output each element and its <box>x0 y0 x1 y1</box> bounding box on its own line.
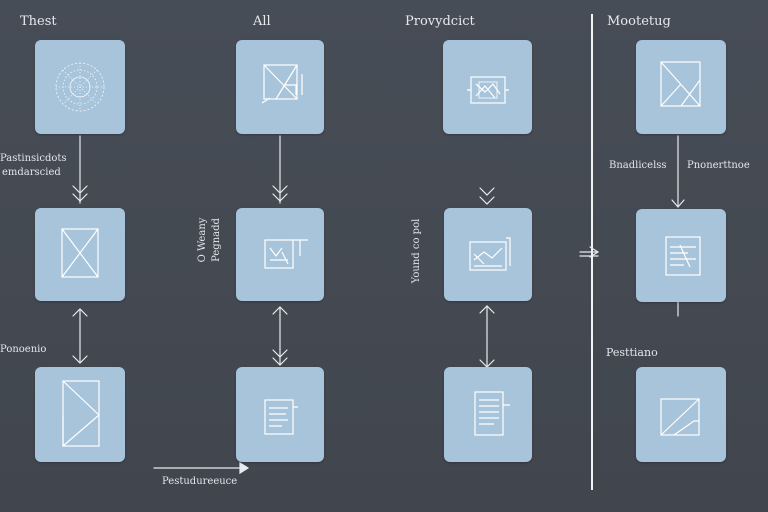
card-c4-r2[interactable] <box>636 209 726 302</box>
bottom-caption: Pestudureeuce <box>162 476 238 487</box>
col2-vertical-label-line1: O Weany <box>197 217 208 263</box>
card-c1-r2[interactable] <box>35 208 125 301</box>
document-icon <box>660 61 701 107</box>
col4-left-label: Bnadlicelss <box>609 160 667 171</box>
column-title-4: Mootetug <box>607 14 671 29</box>
card-c2-r1[interactable] <box>236 40 324 134</box>
column-title-3: Provydcict <box>405 14 475 29</box>
chart-doc-icon <box>469 237 511 271</box>
col4-bottom-label: Pesttiano <box>606 346 658 359</box>
card-c2-r2[interactable] <box>236 208 324 301</box>
card-c2-r3[interactable] <box>236 367 324 462</box>
card-c3-r2[interactable] <box>444 208 532 301</box>
left-top-label-line1: Pastinsicdots <box>0 153 67 164</box>
card-c4-r3[interactable] <box>636 367 726 462</box>
column-title-1: Thest <box>20 14 57 29</box>
document-icon <box>660 398 700 436</box>
document-icon <box>261 64 303 104</box>
connector-c3-1 <box>479 187 495 205</box>
card-c1-r1[interactable] <box>35 40 125 134</box>
left-top-label-line2: emdarscied <box>2 167 61 178</box>
text-doc-icon <box>264 399 298 435</box>
col4-right-label: Pnonerttnoe <box>687 160 750 171</box>
document-icon <box>62 380 100 447</box>
card-c3-r3[interactable] <box>444 367 532 462</box>
col2-vertical-label-line2: Pegnadd <box>211 218 222 262</box>
text-doc-icon <box>474 391 510 436</box>
left-mid-label: Ponoenio <box>0 344 47 355</box>
column-title-2: All <box>253 14 271 29</box>
divider-arrow <box>579 246 600 258</box>
chart-doc-icon <box>467 76 509 104</box>
col3-vertical-label: Yound co pol <box>411 218 422 284</box>
column-divider <box>591 14 593 490</box>
card-c4-r1[interactable] <box>636 40 726 134</box>
document-icon <box>61 228 99 278</box>
chart-doc-icon <box>665 236 701 276</box>
card-c3-r1[interactable] <box>443 40 532 134</box>
card-c1-r3[interactable] <box>35 367 125 462</box>
chart-doc-icon <box>264 239 308 269</box>
network-icon <box>55 62 105 112</box>
